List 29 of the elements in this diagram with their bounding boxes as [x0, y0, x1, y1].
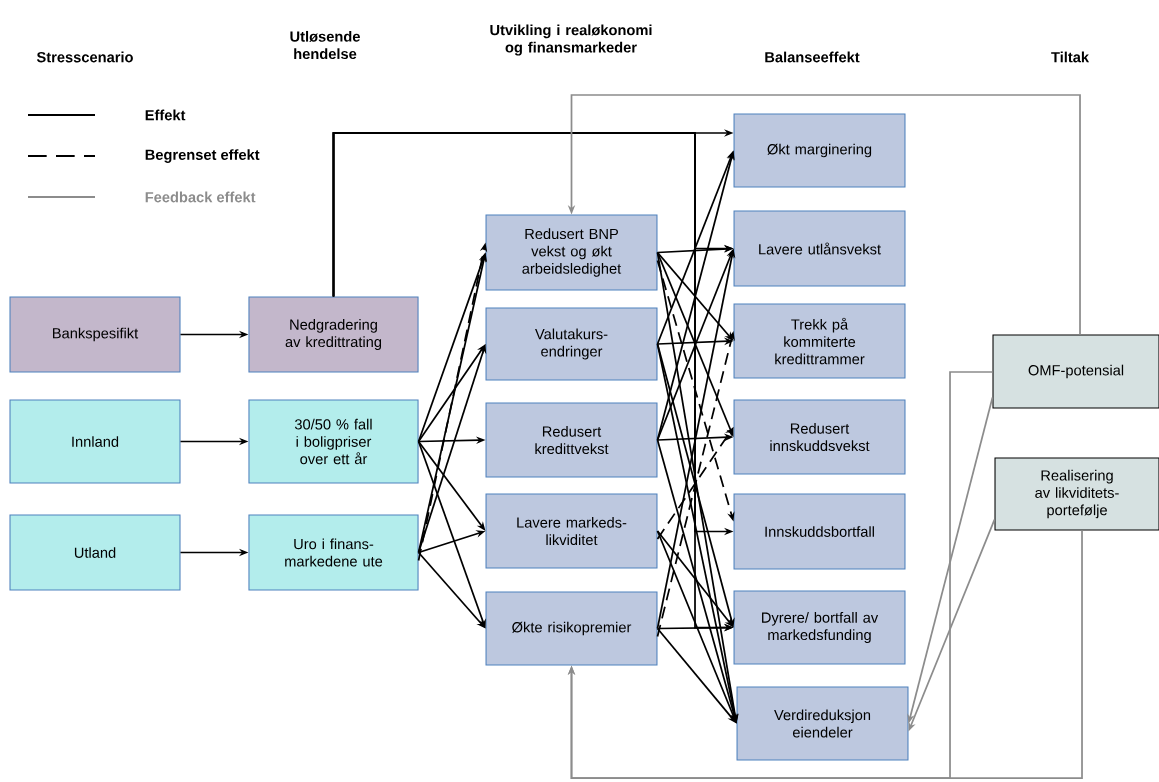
process-box: Økte risikopremier	[485, 591, 658, 666]
legend-label: Feedback effekt	[145, 191, 256, 203]
column-header: Tiltak	[1051, 51, 1090, 63]
process-box: Redusert BNP vekst og økt arbeidsledighet	[485, 214, 658, 291]
process-box: Dyrere/ bortfall av markedsfunding	[733, 590, 906, 665]
process-box: Utland	[9, 514, 181, 591]
process-box: Innskuddsbortfall	[733, 493, 906, 570]
process-box: Lavere markeds-likviditet	[485, 493, 658, 569]
process-box: Bankspesifikt	[9, 296, 181, 373]
process-box: Valutakurs-endringer	[485, 307, 658, 381]
process-box: Lavere utlånsvekst	[733, 210, 906, 287]
column-header: Utvikling i realøkonomi og finansmarkeder	[490, 24, 652, 56]
column-header: Stresscenario	[36, 51, 133, 63]
process-box: Trekk på kommiterte kredittrammer	[733, 303, 906, 379]
column-header: Utløsende hendelse	[290, 30, 360, 60]
legend-label: Effekt	[145, 109, 186, 121]
arrow	[567, 529, 1083, 779]
process-box: Økt marginering	[733, 113, 906, 188]
process-box: Nedgradering av kredittrating	[248, 296, 419, 373]
process-box: 30/50 % fall i boligpriser over ett år	[248, 399, 419, 484]
process-box: Verdireduksjon eiendeler	[736, 686, 909, 761]
column-header: Balanseeffekt	[765, 51, 860, 63]
process-box: Realisering av likviditets-portefølje	[994, 457, 1159, 531]
process-box: Uro i finans-markedene ute	[248, 514, 419, 591]
process-box: Redusert kredittvekst	[485, 402, 658, 478]
process-box: OMF-potensial	[992, 334, 1159, 409]
process-box: Redusert innskuddsvekst	[733, 399, 906, 475]
legend-label: Begrenset effekt	[145, 149, 260, 163]
process-box: Innland	[9, 399, 181, 484]
